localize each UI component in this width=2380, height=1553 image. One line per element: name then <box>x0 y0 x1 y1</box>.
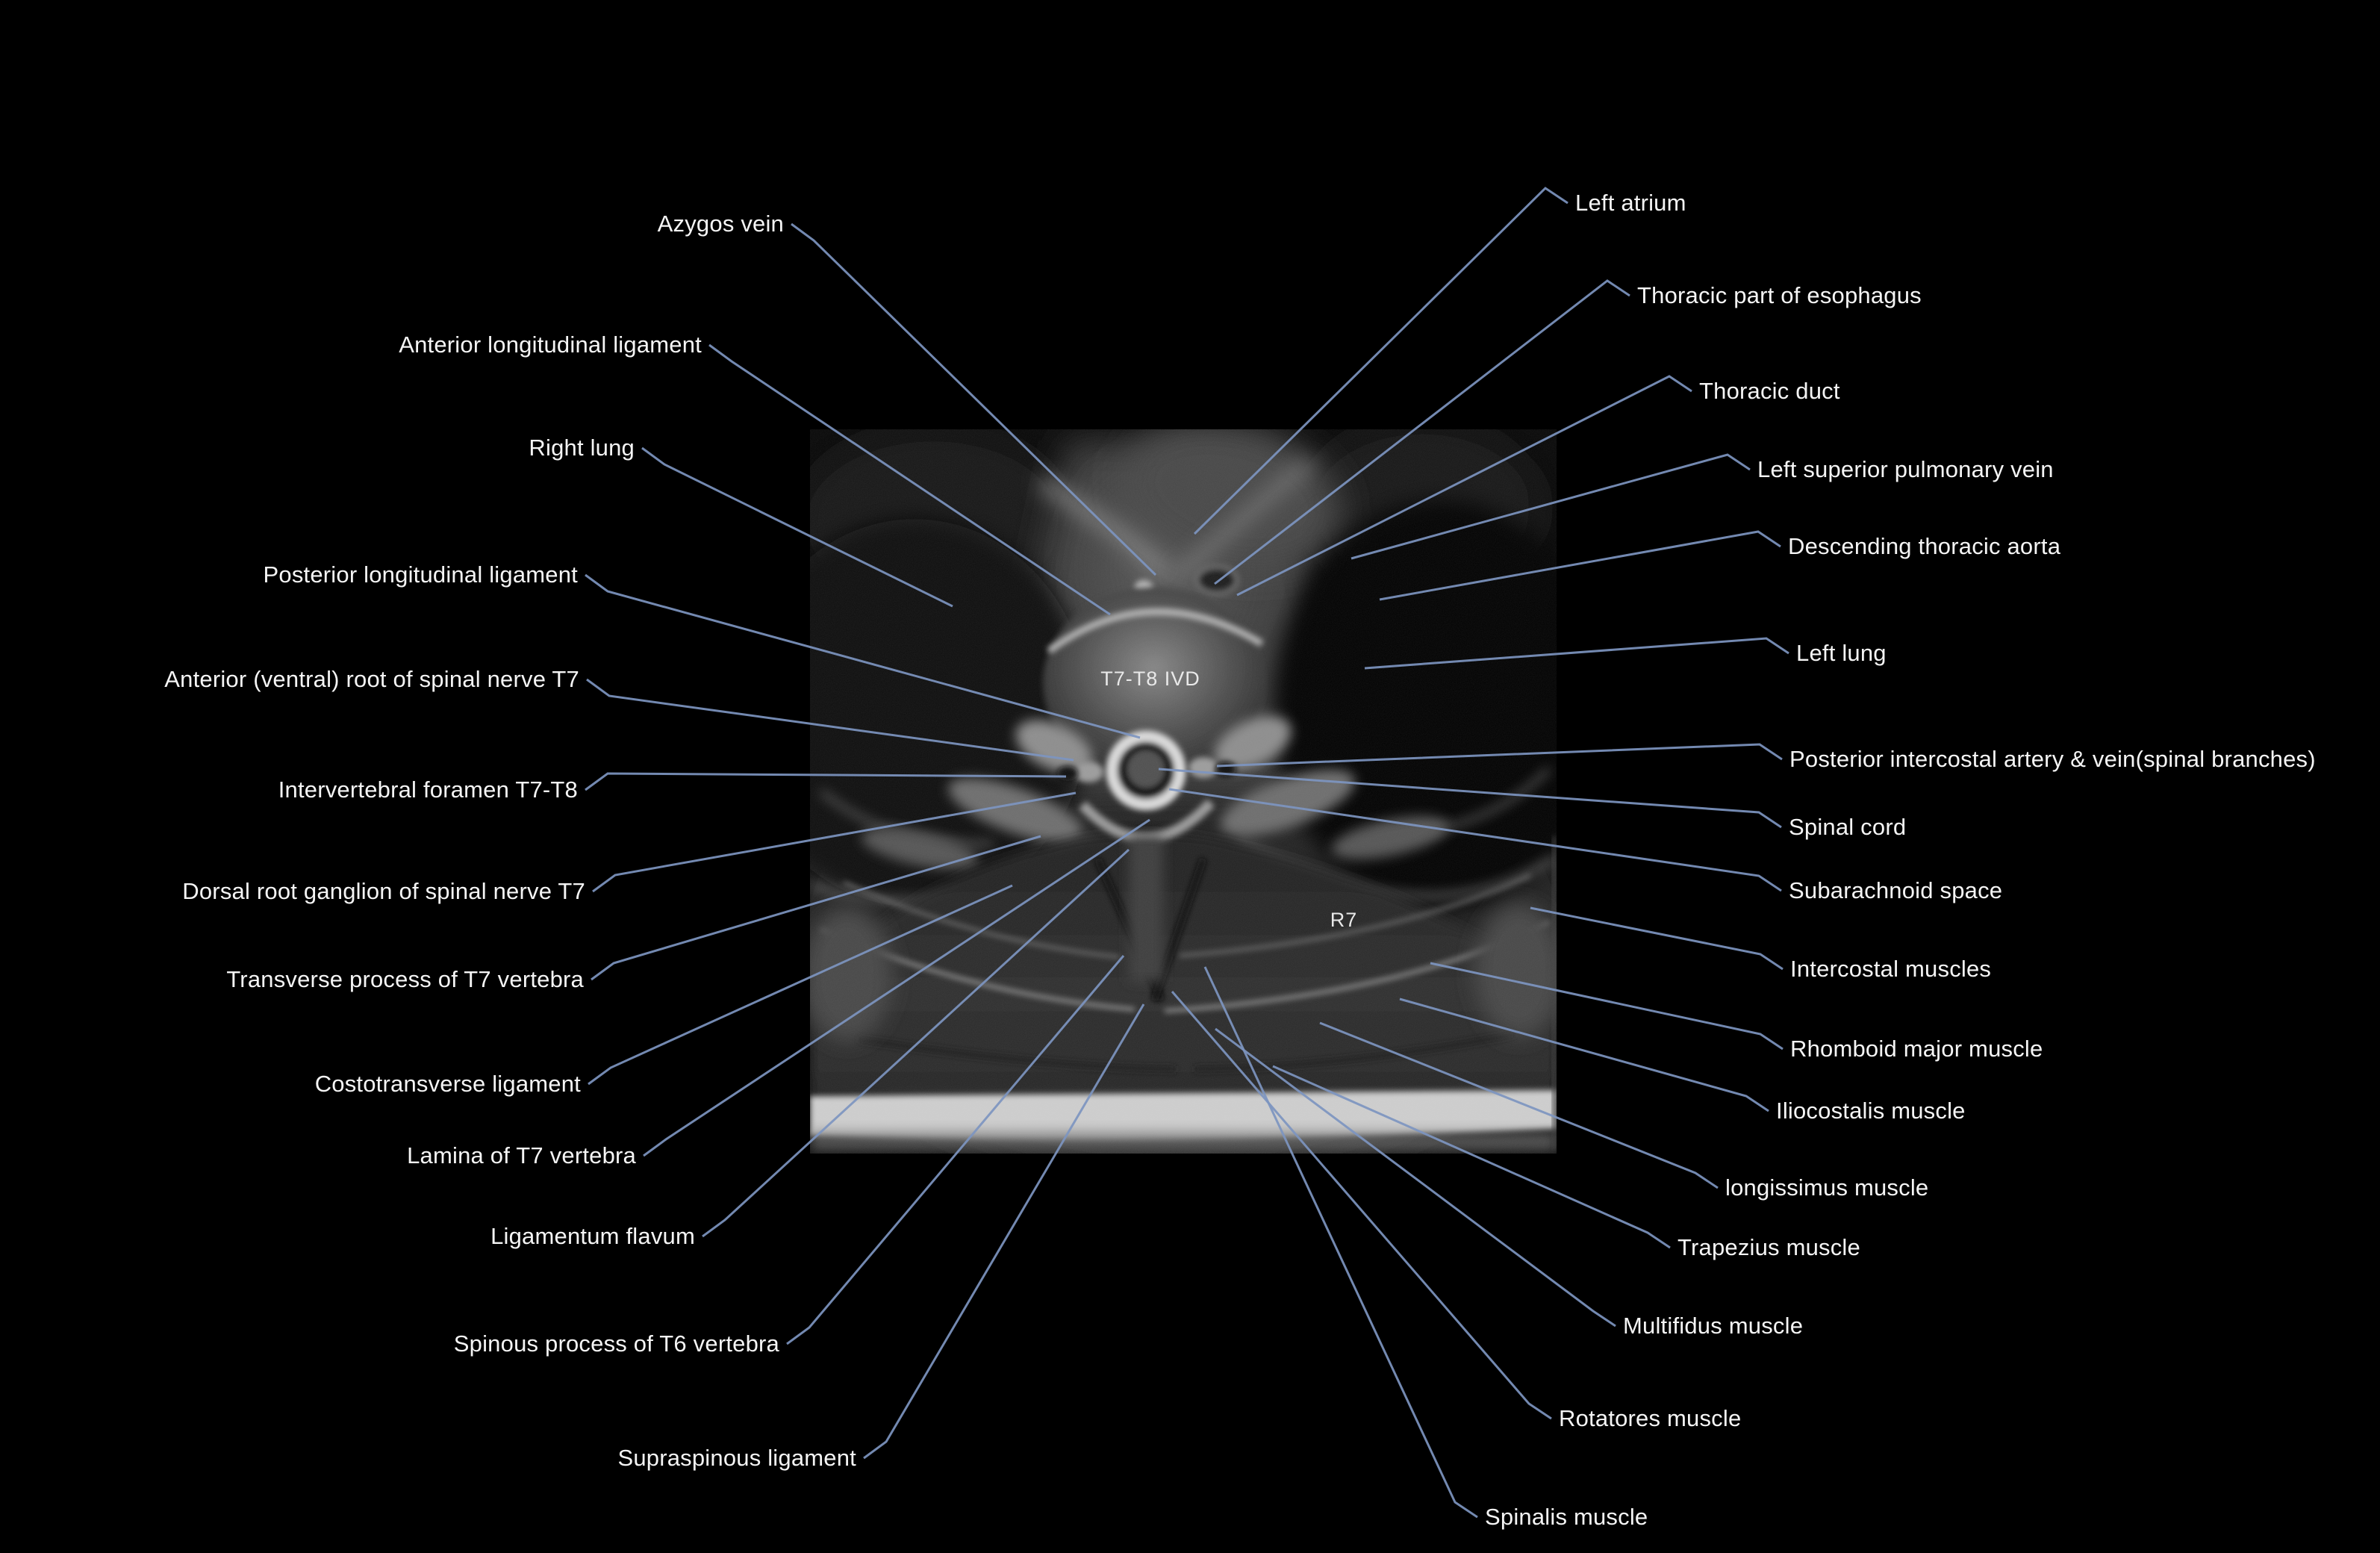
ivd-label: T7-T8 IVD <box>1100 667 1200 690</box>
label-ligamentum-flavum: Ligamentum flavum <box>490 1223 695 1250</box>
leader-line-left-atrium <box>1193 187 1569 535</box>
leader-line-azygos-vein <box>791 222 1157 576</box>
label-posterior-longitudinal-ligament: Posterior longitudinal ligament <box>263 561 578 588</box>
label-dorsal-root-ganglion-of-spinal-nerve-t7: Dorsal root ganglion of spinal nerve T7 <box>182 878 585 905</box>
leader-line-costotransverse-ligament <box>588 884 1013 1086</box>
leader-line-posterior-intercostal-artery-vein-spinal-branches <box>1216 743 1783 768</box>
leader-line-thoracic-duct <box>1236 375 1692 597</box>
label-left-superior-pulmonary-vein: Left superior pulmonary vein <box>1757 456 2054 483</box>
label-right-lung: Right lung <box>529 435 635 461</box>
leader-line-thoracic-part-of-esophagus <box>1214 279 1630 585</box>
label-lamina-of-t7-vertebra: Lamina of T7 vertebra <box>407 1142 636 1169</box>
leader-line-anterior-longitudinal-ligament <box>708 343 1111 616</box>
leader-line-right-lung <box>641 446 953 608</box>
label-rotatores-muscle: Rotatores muscle <box>1559 1405 1742 1432</box>
leader-line-anterior-ventral-root-of-spinal-nerve-t7 <box>586 678 1074 762</box>
label-transverse-process-of-t7-vertebra: Transverse process of T7 vertebra <box>226 966 584 993</box>
leader-line-left-superior-pulmonary-vein <box>1351 453 1751 560</box>
label-rhomboid-major-muscle: Rhomboid major muscle <box>1790 1036 2043 1062</box>
label-thoracic-duct: Thoracic duct <box>1699 378 1840 405</box>
leader-line-subarachnoid-space <box>1168 788 1782 892</box>
label-spinal-cord: Spinal cord <box>1789 814 1907 841</box>
leader-line-trapezius-muscle <box>1272 1065 1671 1249</box>
label-left-lung: Left lung <box>1796 640 1887 667</box>
leader-line-spinal-cord <box>1158 768 1782 829</box>
label-costotransverse-ligament: Costotransverse ligament <box>314 1071 581 1098</box>
leader-line-dorsal-root-ganglion-of-spinal-nerve-t7 <box>592 791 1077 893</box>
label-spinalis-muscle: Spinalis muscle <box>1485 1504 1648 1531</box>
leader-line-rotatores-muscle <box>1171 991 1552 1420</box>
rib-label: R7 <box>1330 909 1358 931</box>
leader-line-multifidus-muscle <box>1215 1027 1616 1328</box>
leader-line-lamina-of-t7-vertebra <box>643 818 1150 1157</box>
label-intervertebral-foramen-t7-t8: Intervertebral foramen T7-T8 <box>278 776 578 803</box>
leader-line-ligamentum-flavum <box>702 848 1130 1238</box>
label-subarachnoid-space: Subarachnoid space <box>1789 877 2003 904</box>
leader-line-longissimus-muscle <box>1319 1021 1719 1189</box>
leader-lines <box>585 187 1789 1519</box>
leader-line-transverse-process-of-t7-vertebra <box>591 835 1041 981</box>
leader-line-spinous-process-of-t6-vertebra <box>786 955 1125 1345</box>
label-supraspinous-ligament: Supraspinous ligament <box>617 1445 856 1472</box>
leader-line-intervertebral-foramen-t7-t8 <box>585 772 1067 791</box>
leader-line-posterior-longitudinal-ligament <box>585 573 1141 739</box>
leader-line-rhomboid-major-muscle <box>1430 962 1784 1051</box>
leader-line-intercostal-muscles <box>1530 906 1784 971</box>
label-azygos-vein: Azygos vein <box>657 211 784 237</box>
leader-line-iliocostalis-muscle <box>1399 998 1769 1112</box>
label-anterior-ventral-root-of-spinal-nerve-t7: Anterior (ventral) root of spinal nerve … <box>164 666 579 693</box>
label-posterior-intercostal-artery-vein-spinal-branches: Posterior intercostal artery & vein(spin… <box>1789 746 2316 773</box>
leader-line-descending-thoracic-aorta <box>1379 530 1781 601</box>
label-left-atrium: Left atrium <box>1575 190 1686 217</box>
label-anterior-longitudinal-ligament: Anterior longitudinal ligament <box>399 332 702 358</box>
label-iliocostalis-muscle: Iliocostalis muscle <box>1776 1098 1966 1124</box>
label-spinous-process-of-t6-vertebra: Spinous process of T6 vertebra <box>453 1331 779 1357</box>
leader-line-left-lung <box>1364 637 1789 670</box>
label-multifidus-muscle: Multifidus muscle <box>1623 1313 1804 1339</box>
leader-line-supraspinous-ligament <box>863 1003 1145 1460</box>
label-thoracic-part-of-esophagus: Thoracic part of esophagus <box>1637 282 1922 309</box>
label-intercostal-muscles: Intercostal muscles <box>1790 956 1992 983</box>
leader-line-spinalis-muscle <box>1203 966 1478 1519</box>
label-descending-thoracic-aorta: Descending thoracic aorta <box>1788 533 2061 560</box>
label-longissimus-muscle: longissimus muscle <box>1725 1174 1929 1201</box>
label-trapezius-muscle: Trapezius muscle <box>1677 1234 1860 1261</box>
